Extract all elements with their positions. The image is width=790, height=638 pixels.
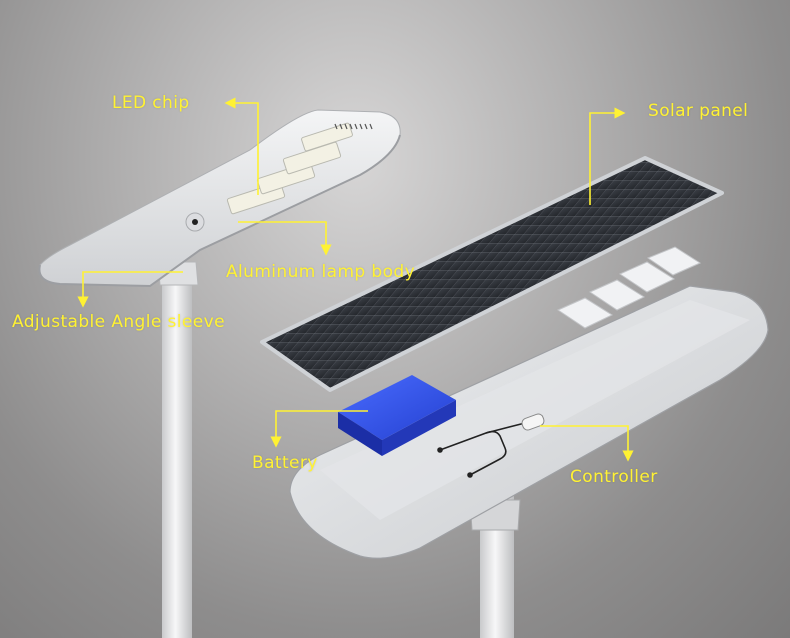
battery xyxy=(338,375,456,456)
controller xyxy=(521,413,545,431)
arrow-icon xyxy=(238,221,332,256)
leader-lines xyxy=(77,97,634,462)
aluminum-body-label: Aluminum lamp body xyxy=(226,262,416,282)
arrow-icon xyxy=(589,107,626,205)
arrow-icon xyxy=(224,97,259,195)
left-pole xyxy=(162,270,192,638)
battery-label: Battery xyxy=(252,453,318,473)
led-chip-label: LED chip xyxy=(112,93,190,113)
vent-grille xyxy=(334,123,373,130)
angle-sleeve-label: Adjustable Angle sleeve xyxy=(12,312,225,332)
solar-panel xyxy=(260,156,724,392)
led-module xyxy=(226,122,353,215)
arrow-icon xyxy=(270,410,368,448)
solar-panel-label: Solar panel xyxy=(648,101,749,121)
exploded-view xyxy=(260,156,769,638)
led-strips xyxy=(556,246,702,329)
left-lamp-rim xyxy=(38,134,401,288)
controller-label: Controller xyxy=(570,467,658,487)
assembled-lamp xyxy=(38,109,401,638)
controller-wiring xyxy=(437,422,526,478)
arrow-icon xyxy=(540,425,634,462)
arrow-icon xyxy=(77,271,183,308)
